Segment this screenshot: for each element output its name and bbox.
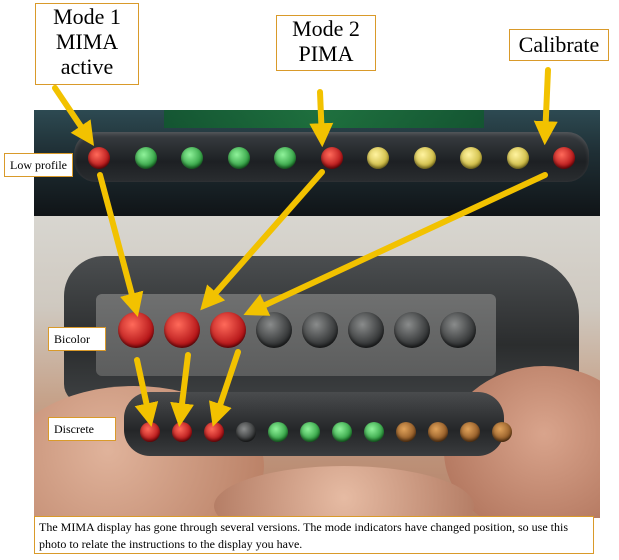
led-red-1 — [118, 312, 154, 348]
led-red-3 — [204, 422, 224, 442]
label-bicolor-text: Bicolor — [54, 332, 90, 346]
label-calibrate: Calibrate — [509, 29, 609, 61]
led-off-4 — [236, 422, 256, 442]
led-green-5 — [274, 147, 296, 169]
led-green-2 — [134, 147, 157, 169]
led-off-8 — [440, 312, 476, 348]
led-off-4 — [256, 312, 292, 348]
led-yellow-7 — [367, 147, 389, 169]
label-discrete-text: Discrete — [54, 422, 94, 436]
arrow-calibrate-top — [533, 67, 558, 146]
bicolor-display-face — [96, 294, 496, 376]
arrow-bicolor-to-discrete-3 — [209, 349, 241, 427]
led-off-7 — [394, 312, 430, 348]
led-yellow-10 — [506, 147, 529, 169]
led-green-4 — [227, 147, 250, 169]
label-calibrate-text: Calibrate — [518, 32, 600, 57]
caption-text: The MIMA display has gone through severa… — [39, 520, 569, 551]
label-discrete: Discrete — [48, 417, 116, 441]
led-green-3 — [181, 147, 203, 169]
label-mode2: Mode 2 PIMA — [276, 15, 376, 71]
label-low-profile-text: Low profile — [10, 158, 67, 172]
arrow-calibrate-to-bicolor — [243, 172, 548, 316]
arrow-bicolor-to-discrete-1 — [134, 357, 159, 428]
led-off-5 — [302, 312, 338, 348]
led-red-2 — [164, 312, 200, 348]
led-amber-12 — [492, 422, 512, 442]
led-green-7 — [332, 422, 352, 442]
led-red-11 — [553, 147, 575, 169]
led-red-1 — [88, 147, 110, 169]
led-green-6 — [300, 422, 320, 442]
label-mode1-line1: Mode 1 — [53, 4, 121, 29]
led-amber-10 — [428, 422, 448, 442]
arrow-mode1-to-bicolor — [97, 172, 144, 317]
led-amber-11 — [460, 422, 480, 442]
arrow-mode2-to-bicolor — [200, 169, 325, 311]
led-green-8 — [364, 422, 384, 442]
led-off-6 — [348, 312, 384, 348]
label-low-profile: Low profile — [4, 153, 73, 177]
label-mode2-line1: Mode 2 — [292, 16, 360, 41]
led-red-3 — [210, 312, 246, 348]
label-mode1-line3: active — [60, 54, 114, 79]
arrow-mode1-top — [52, 85, 95, 146]
label-mode1: Mode 1 MIMA active — [35, 3, 139, 85]
photo-caption: The MIMA display has gone through severa… — [34, 516, 594, 554]
led-yellow-9 — [460, 147, 482, 169]
arrow-mode2-top — [309, 89, 334, 148]
label-mode1-line2: MIMA — [55, 29, 119, 54]
led-yellow-8 — [413, 147, 436, 169]
arrow-bicolor-to-discrete-2 — [170, 352, 194, 428]
led-amber-9 — [396, 422, 416, 442]
led-green-5 — [268, 422, 288, 442]
label-bicolor: Bicolor — [48, 327, 106, 351]
led-red-6 — [320, 147, 343, 169]
label-mode2-line2: PIMA — [298, 41, 354, 66]
